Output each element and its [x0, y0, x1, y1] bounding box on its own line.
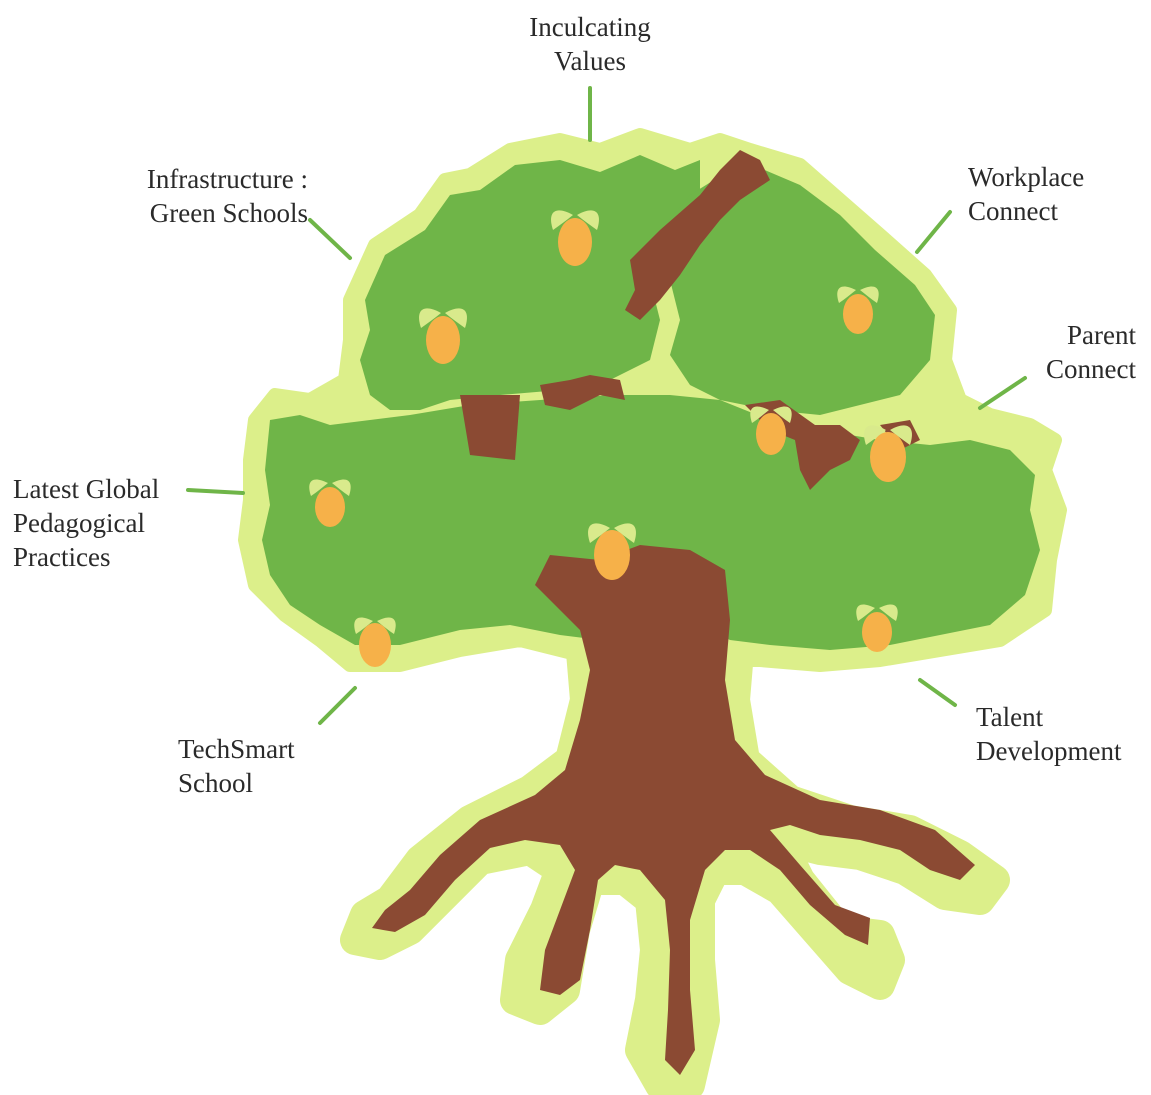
label-inculcating-values: Inculcating Values: [490, 10, 690, 78]
label-talent-development: Talent Development: [976, 700, 1148, 768]
fruit-icon: [309, 479, 351, 527]
label-line: Inculcating: [529, 12, 651, 42]
label-line: Parent: [1067, 320, 1136, 350]
connector-techsmart: [318, 686, 357, 725]
connector-parent: [978, 376, 1027, 410]
fruit-icon: [588, 523, 636, 580]
label-workplace-connect: Workplace Connect: [968, 160, 1138, 228]
label-infrastructure: Infrastructure : Green Schools: [90, 162, 308, 230]
label-line: School: [178, 768, 254, 798]
label-line: Values: [554, 46, 626, 76]
label-line: TechSmart: [178, 734, 295, 764]
label-techsmart-school: TechSmart School: [178, 732, 338, 800]
label-line: Infrastructure :: [146, 164, 308, 194]
label-pedagogical-practices: Latest Global Pedagogical Practices: [13, 472, 213, 574]
label-line: Green Schools: [149, 198, 308, 228]
label-line: Practices: [13, 542, 111, 572]
fruit-icon: [864, 425, 912, 482]
fruit-icon: [419, 308, 467, 364]
fruit-icon: [551, 210, 599, 266]
fruit-icon: [837, 286, 879, 334]
label-line: Development: [976, 736, 1122, 766]
label-parent-connect: Parent Connect: [990, 318, 1136, 386]
fruits: [309, 210, 912, 667]
connector-lines: [186, 86, 1027, 725]
label-line: Connect: [968, 196, 1058, 226]
label-line: Pedagogical: [13, 508, 145, 538]
label-line: Latest Global: [13, 474, 160, 504]
connector-talent: [918, 678, 957, 707]
label-line: Workplace: [968, 162, 1085, 192]
connector-infrastructure: [308, 218, 352, 260]
fruit-icon: [750, 406, 792, 455]
label-line: Connect: [1046, 354, 1136, 384]
connector-workplace: [915, 210, 952, 254]
connector-pedagogy: [186, 488, 245, 495]
fruit-icon: [354, 617, 396, 667]
label-line: Talent: [976, 702, 1044, 732]
fruit-icon: [856, 604, 898, 652]
